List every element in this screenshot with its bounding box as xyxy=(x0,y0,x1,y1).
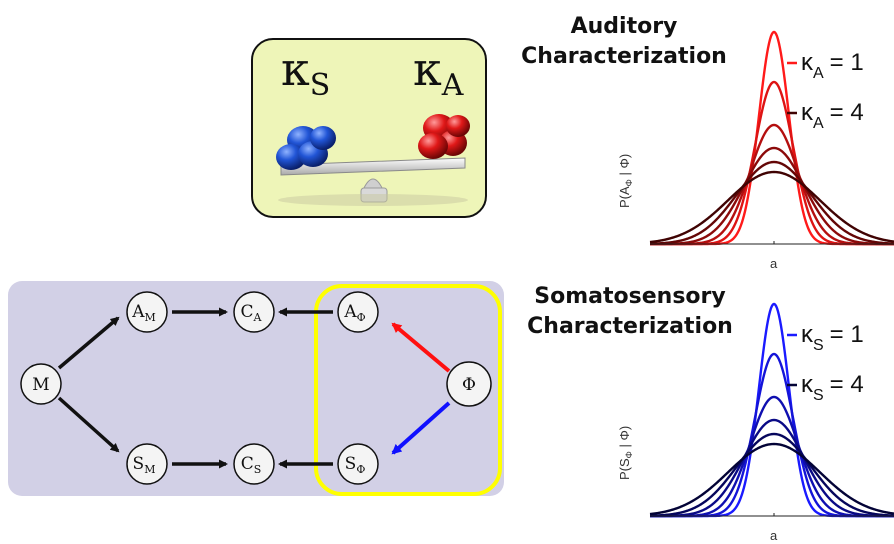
somatosensory-curve-6 xyxy=(649,442,894,516)
auditory-legend: κA= 1 κA= 4 xyxy=(787,49,864,132)
node-s-m: SM xyxy=(126,443,168,485)
somatosensory-legend-item-2: κS= 4 xyxy=(801,371,864,404)
node-c-s: CS xyxy=(233,443,275,485)
kappa-s-label: κS xyxy=(281,42,331,103)
auditory-curve-4 xyxy=(650,146,894,246)
auditory-x-axis-label: a xyxy=(770,256,778,271)
svg-text:M: M xyxy=(32,375,49,395)
seesaw-graphic xyxy=(276,114,470,206)
somatosensory-curve-3 xyxy=(650,395,894,518)
svg-text:CS: CS xyxy=(241,454,262,476)
auditory-y-axis-label: P(AΦ | Φ) xyxy=(617,154,634,208)
node-a-m: AM xyxy=(126,291,168,333)
somatosensory-x-axis-label: a xyxy=(770,528,778,543)
kappa-a-label: κA xyxy=(413,42,464,103)
edge-m-sm xyxy=(57,396,120,453)
blue-balls xyxy=(276,126,336,170)
graphical-model-panel: M AM SM CA CS AΦ SΦ Φ xyxy=(8,281,504,496)
svg-text:Φ: Φ xyxy=(462,375,476,395)
auditory-curve-3 xyxy=(650,123,894,246)
somatosensory-title: Somatosensory Characterization xyxy=(510,282,750,342)
node-c-a: CA xyxy=(233,291,275,333)
node-phi: Φ xyxy=(446,361,492,407)
somatosensory-curve-5 xyxy=(649,432,894,517)
somatosensory-y-axis-label: P(SΦ | Φ) xyxy=(617,426,634,480)
somatosensory-curve-4 xyxy=(650,418,894,518)
edge-m-am xyxy=(57,316,120,370)
auditory-legend-item-2: κA= 4 xyxy=(801,99,864,132)
svg-text:CA: CA xyxy=(241,302,263,324)
svg-text:AΦ: AΦ xyxy=(343,302,365,324)
red-balls xyxy=(418,114,470,159)
sensory-balance-illustration: κS κA xyxy=(251,38,487,218)
node-m: M xyxy=(20,363,62,405)
auditory-curve-5 xyxy=(649,160,894,245)
svg-text:AM: AM xyxy=(131,302,156,324)
somatosensory-legend-item-1: κS= 1 xyxy=(801,321,864,354)
graphical-model-diagram: M AM SM CA CS AΦ SΦ Φ xyxy=(20,284,502,496)
auditory-curve-6 xyxy=(649,170,894,244)
somatosensory-legend: κS= 1 κS= 4 xyxy=(787,321,864,404)
seesaw-plank xyxy=(280,157,466,176)
edge-phi-sphi xyxy=(391,401,451,455)
auditory-legend-item-1: κA= 1 xyxy=(801,49,864,82)
svg-text:SM: SM xyxy=(133,454,156,476)
somatosensory-plot: P(SΦ | Φ) a κS= 1 κS= 4 xyxy=(617,302,894,543)
node-s-phi: SΦ xyxy=(337,443,379,485)
edge-phi-aphi xyxy=(391,322,451,373)
node-a-phi: AΦ xyxy=(337,291,379,333)
auditory-plot: P(AΦ | Φ) a κA= 1 κA= 4 xyxy=(617,30,894,271)
phi-highlight-box xyxy=(314,284,502,496)
auditory-title: Auditory Characterization xyxy=(498,12,750,72)
svg-text:SΦ: SΦ xyxy=(345,454,366,476)
